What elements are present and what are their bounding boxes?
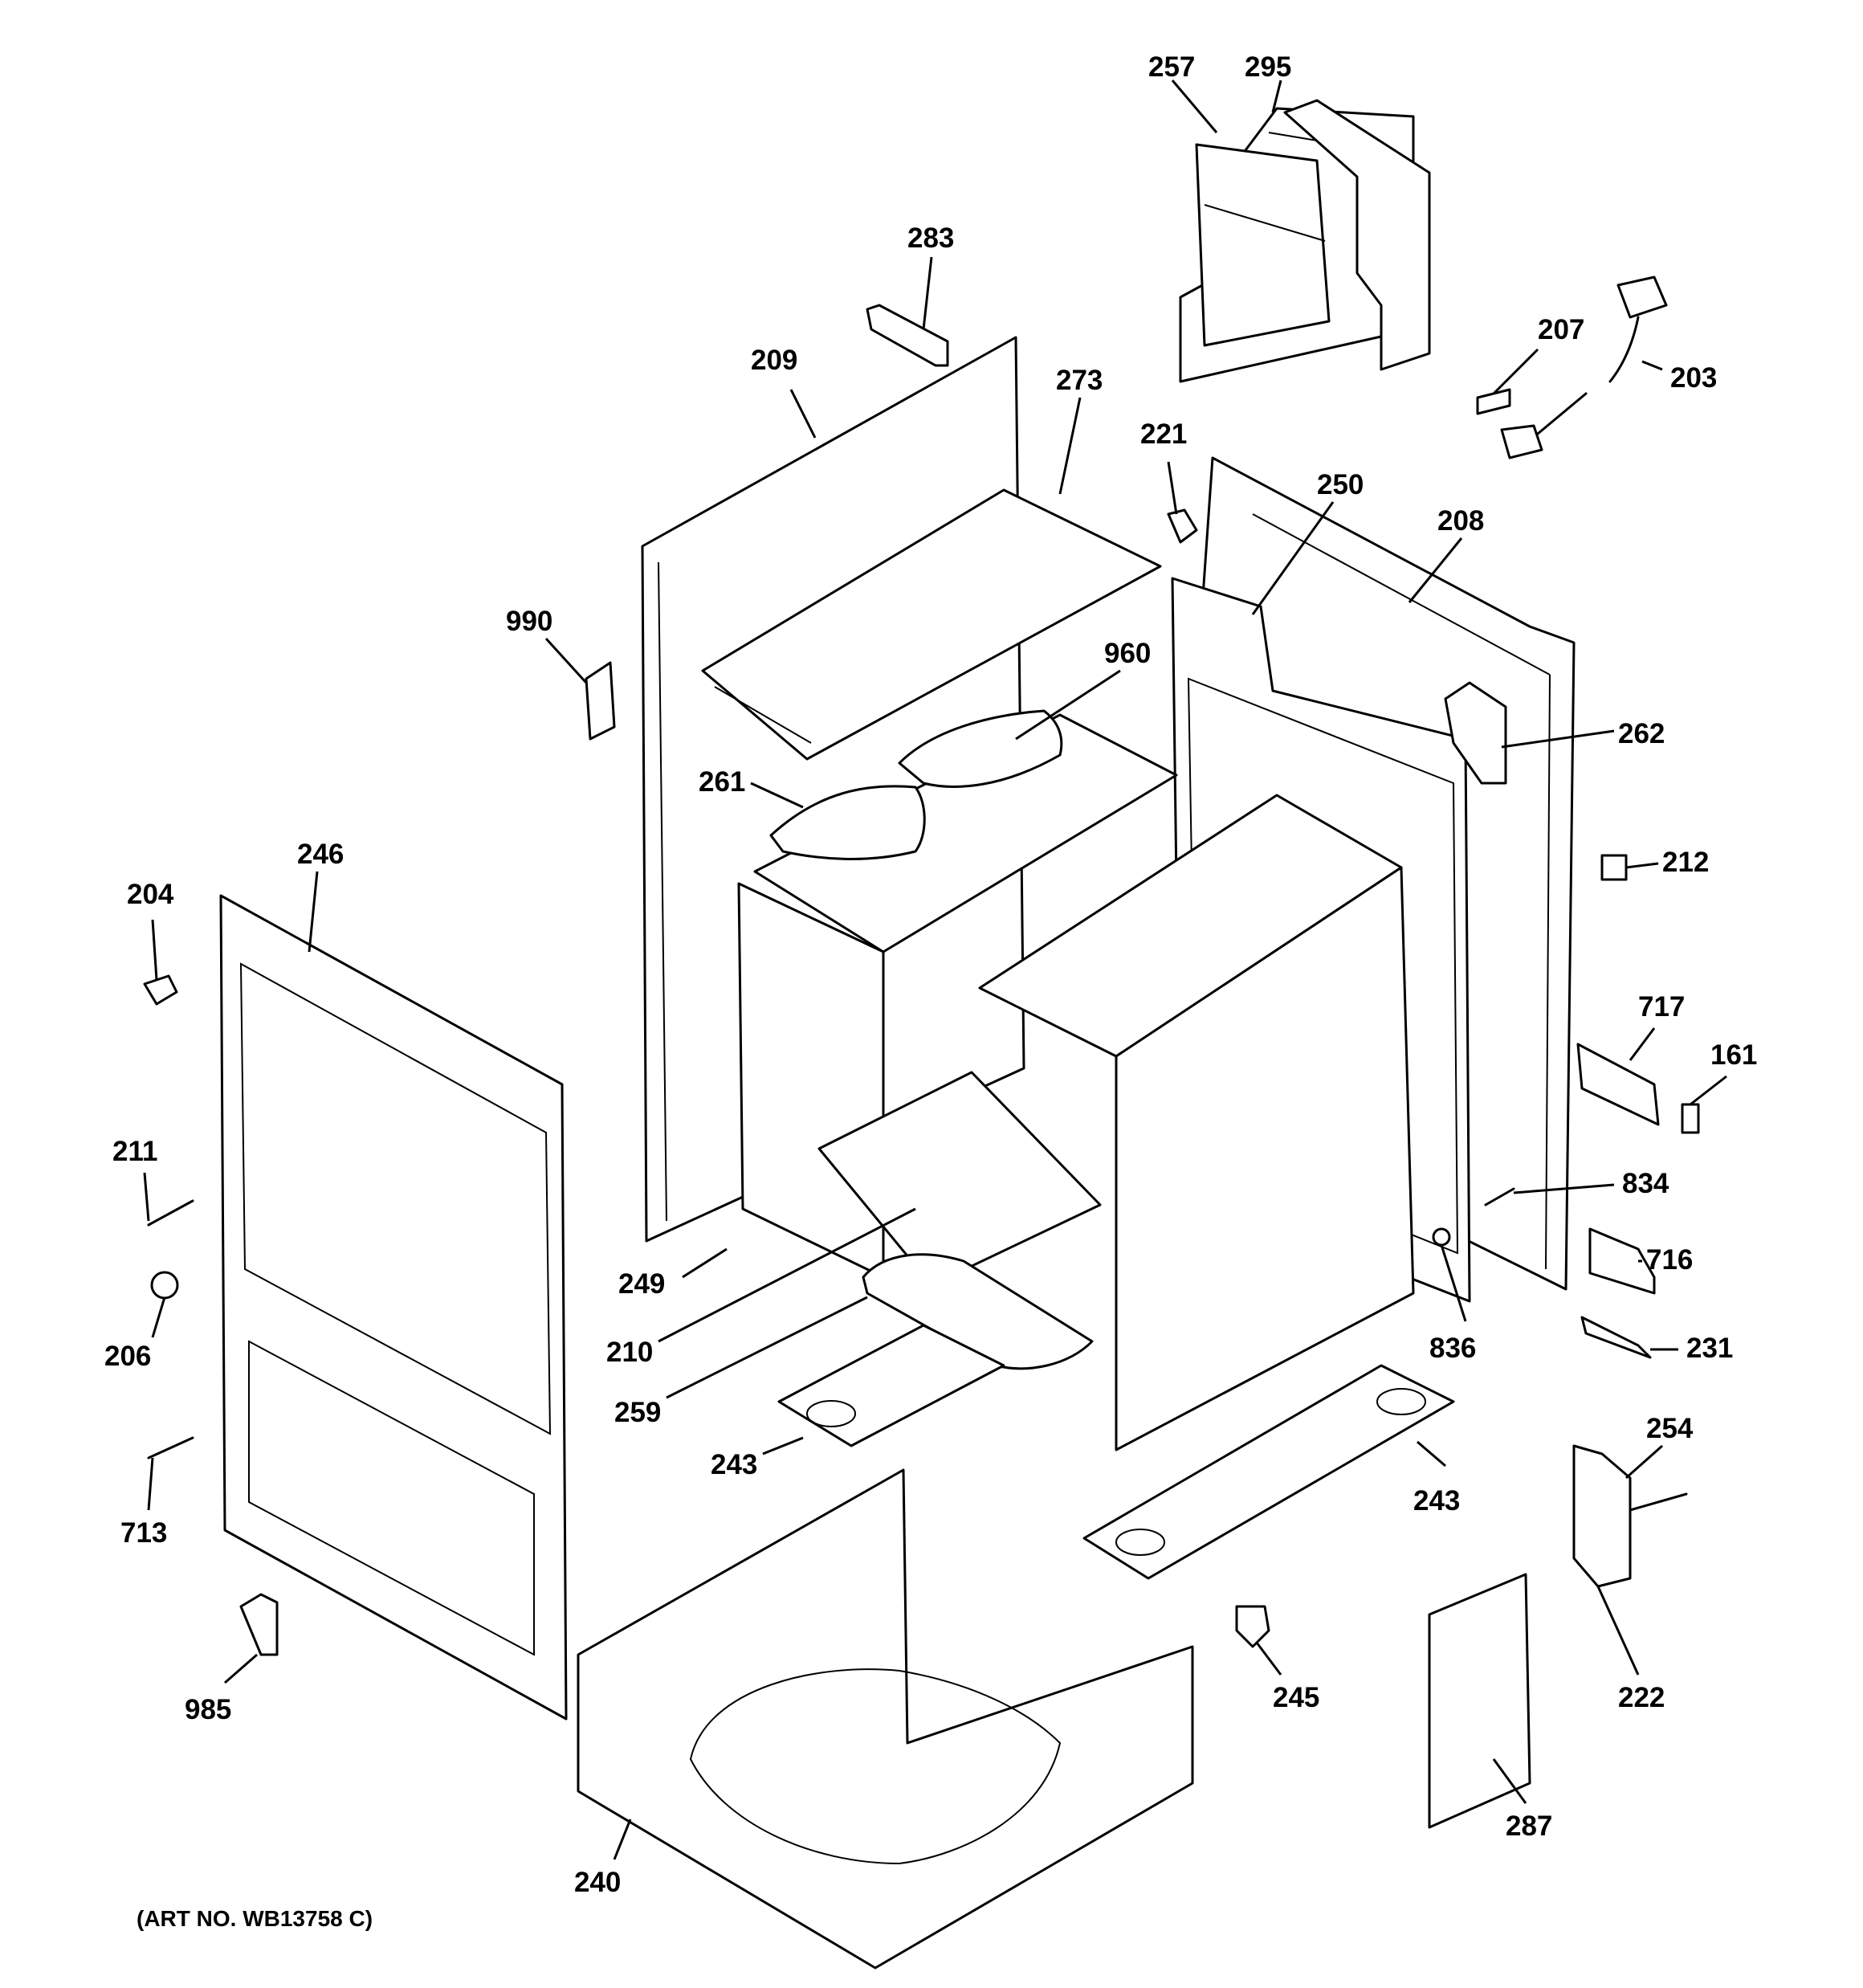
label-246: 246 bbox=[297, 839, 344, 870]
oven-liner-right bbox=[978, 794, 1415, 1451]
part-207-clip bbox=[1476, 388, 1511, 415]
part-713-screw bbox=[147, 1436, 194, 1459]
part-labels: 257 295 283 207 203 209 273 221 250 208 … bbox=[104, 51, 1757, 1931]
label-231: 231 bbox=[1686, 1333, 1733, 1364]
label-261: 261 bbox=[699, 766, 745, 798]
part-985-bracket bbox=[239, 1593, 279, 1656]
part-240-bottom-pan bbox=[577, 1468, 1194, 1970]
part-990-bracket bbox=[585, 661, 616, 741]
part-243-tray-right bbox=[1082, 1364, 1455, 1580]
part-261-insulation bbox=[769, 785, 926, 860]
part-287-shield bbox=[1428, 1573, 1531, 1829]
part-203-harness bbox=[1500, 276, 1668, 459]
label-208: 208 bbox=[1437, 505, 1484, 537]
part-211-screw bbox=[147, 1199, 194, 1227]
label-960: 960 bbox=[1104, 638, 1151, 669]
label-209: 209 bbox=[751, 345, 797, 376]
label-295: 295 bbox=[1245, 51, 1291, 83]
label-283: 283 bbox=[907, 222, 954, 254]
part-262-pad bbox=[1444, 681, 1507, 785]
label-287: 287 bbox=[1506, 1810, 1552, 1842]
part-834-screw bbox=[1484, 1187, 1515, 1206]
label-203: 203 bbox=[1670, 362, 1717, 394]
part-231-hook bbox=[1580, 1316, 1652, 1359]
art-number: (ART NO. WB13758 C) bbox=[137, 1906, 373, 1931]
part-210-rack bbox=[817, 1071, 1102, 1287]
label-250: 250 bbox=[1317, 469, 1364, 500]
label-206: 206 bbox=[104, 1341, 151, 1372]
part-295-vent-cover bbox=[1283, 99, 1431, 371]
part-246-front-frame bbox=[219, 894, 568, 1721]
label-204: 204 bbox=[127, 879, 174, 910]
part-161-clip bbox=[1681, 1103, 1700, 1134]
label-222: 222 bbox=[1618, 1682, 1665, 1713]
label-254: 254 bbox=[1646, 1413, 1694, 1444]
label-717: 717 bbox=[1638, 991, 1685, 1023]
part-206-screw bbox=[150, 1271, 179, 1300]
part-257-vent-duct bbox=[1179, 107, 1415, 383]
label-836: 836 bbox=[1429, 1333, 1476, 1364]
label-259: 259 bbox=[614, 1397, 661, 1428]
part-283-bracket bbox=[866, 304, 949, 367]
label-273: 273 bbox=[1056, 365, 1103, 396]
part-259-pan bbox=[862, 1253, 1094, 1370]
part-254-hinge bbox=[1572, 1444, 1688, 1588]
label-245: 245 bbox=[1273, 1682, 1319, 1713]
part-836-plug bbox=[1432, 1227, 1451, 1247]
label-249: 249 bbox=[618, 1268, 665, 1300]
label-713: 713 bbox=[120, 1517, 167, 1549]
label-834: 834 bbox=[1622, 1168, 1669, 1199]
label-243-right: 243 bbox=[1413, 1485, 1460, 1517]
label-990: 990 bbox=[506, 606, 552, 637]
part-716-bracket bbox=[1588, 1227, 1656, 1295]
label-211: 211 bbox=[112, 1136, 157, 1167]
label-985: 985 bbox=[185, 1694, 231, 1725]
label-716: 716 bbox=[1646, 1244, 1693, 1276]
part-221-clip bbox=[1167, 508, 1198, 544]
label-240: 240 bbox=[574, 1867, 621, 1898]
part-273-top-shield bbox=[701, 488, 1162, 761]
part-245-bumper bbox=[1235, 1605, 1270, 1648]
label-210: 210 bbox=[606, 1337, 653, 1368]
part-204-screw bbox=[143, 974, 178, 1006]
part-212-grommet bbox=[1600, 854, 1628, 881]
part-717-bracket bbox=[1576, 1043, 1660, 1126]
label-161: 161 bbox=[1710, 1039, 1757, 1071]
label-221: 221 bbox=[1140, 418, 1187, 450]
part-960-insulation bbox=[898, 709, 1063, 788]
label-257: 257 bbox=[1148, 51, 1195, 83]
label-212: 212 bbox=[1662, 847, 1709, 878]
label-243-left: 243 bbox=[711, 1449, 757, 1480]
label-207: 207 bbox=[1538, 314, 1584, 345]
leader-lines bbox=[143, 80, 1727, 1860]
label-262: 262 bbox=[1618, 718, 1665, 749]
part-243-tray-left bbox=[777, 1324, 1005, 1447]
